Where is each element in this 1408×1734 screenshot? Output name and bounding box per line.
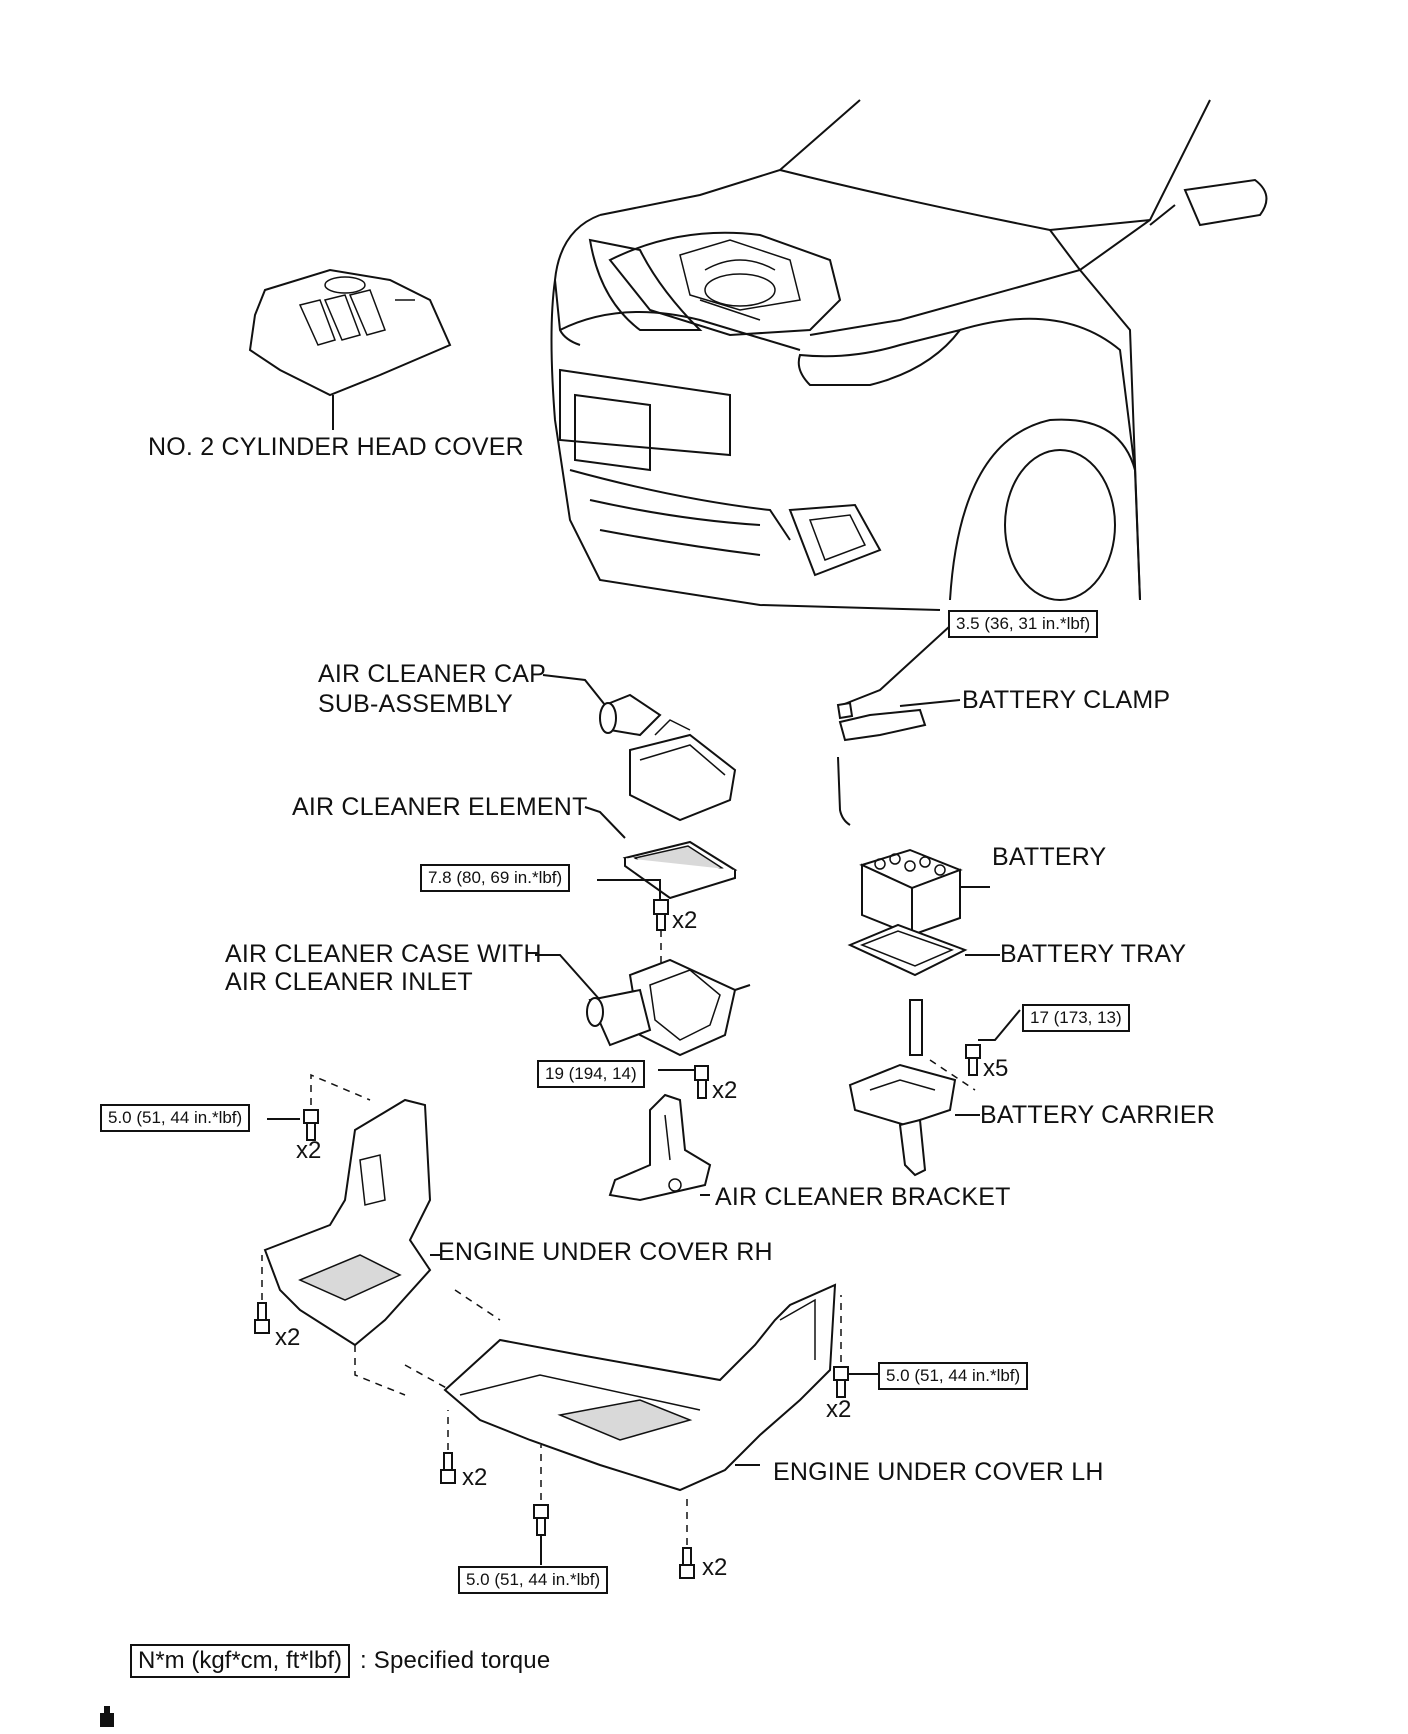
- label-battery-tray: BATTERY TRAY: [1000, 940, 1187, 968]
- torque-air-cleaner-bracket: 19 (194, 14): [537, 1060, 645, 1088]
- air-cleaner-cap-illustration: [542, 674, 737, 822]
- label-battery-carrier: BATTERY CARRIER: [980, 1101, 1215, 1129]
- label-air-cleaner-bracket: AIR CLEANER BRACKET: [715, 1183, 1011, 1211]
- label-engine-under-cover-lh: ENGINE UNDER COVER LH: [773, 1458, 1104, 1486]
- label-air-cleaner-cap-line2: SUB-ASSEMBLY: [318, 690, 514, 718]
- element-bolt-illustration: [597, 879, 669, 965]
- label-engine-under-cover-rh: ENGINE UNDER COVER RH: [438, 1238, 773, 1266]
- air-cleaner-element-illustration: [584, 806, 738, 900]
- engine-under-cover-rh-illustration: [254, 1073, 440, 1396]
- multiplier-lh-left: x2: [462, 1464, 488, 1491]
- footer-mark-icon: [100, 1706, 114, 1727]
- battery-clamp-illustration: [836, 625, 961, 826]
- legend-torque-box: N*m (kgf*cm, ft*lbf): [130, 1644, 351, 1678]
- torque-under-cover-lh-side: 5.0 (51, 44 in.*lbf): [878, 1362, 1029, 1390]
- multiplier-carrier-bolt: x5: [983, 1055, 1009, 1082]
- engine-under-cover-lh-illustration: [404, 1283, 878, 1579]
- battery-tray-illustration: [847, 923, 1000, 977]
- battery-illustration: [859, 848, 990, 937]
- multiplier-rh-bottom: x2: [275, 1324, 301, 1351]
- cylinder-head-cover-illustration: [248, 268, 452, 430]
- air-cleaner-case-illustration: [535, 954, 751, 1057]
- label-battery: BATTERY: [992, 843, 1107, 871]
- label-battery-clamp: BATTERY CLAMP: [962, 686, 1171, 714]
- label-air-cleaner-element: AIR CLEANER ELEMENT: [292, 793, 588, 821]
- label-air-cleaner-case-line2: AIR CLEANER INLET: [225, 968, 473, 996]
- torque-under-cover-lh-bottom: 5.0 (51, 44 in.*lbf): [458, 1566, 609, 1594]
- vehicle-front-illustration: [550, 99, 1268, 611]
- multiplier-rh-top: x2: [296, 1137, 322, 1164]
- multiplier-bracket-bolt: x2: [712, 1077, 738, 1104]
- torque-battery-carrier: 17 (173, 13): [1022, 1004, 1130, 1032]
- torque-under-cover-rh: 5.0 (51, 44 in.*lbf): [100, 1104, 251, 1132]
- air-cleaner-bracket-illustration: [608, 1065, 712, 1202]
- label-air-cleaner-cap-line1: AIR CLEANER CAP: [318, 660, 547, 688]
- legend-text: : Specified torque: [360, 1647, 551, 1674]
- label-cylinder-head-cover: NO. 2 CYLINDER HEAD COVER: [148, 433, 524, 461]
- torque-battery-clamp: 3.5 (36, 31 in.*lbf): [948, 610, 1099, 638]
- multiplier-element-bolt: x2: [672, 907, 698, 934]
- torque-air-cleaner-element-bolt: 7.8 (80, 69 in.*lbf): [420, 864, 571, 892]
- label-air-cleaner-case-line1: AIR CLEANER CASE WITH: [225, 940, 542, 968]
- battery-carrier-illustration: [848, 999, 1021, 1177]
- multiplier-lh-bottom: x2: [702, 1554, 728, 1581]
- multiplier-lh-side: x2: [826, 1396, 852, 1423]
